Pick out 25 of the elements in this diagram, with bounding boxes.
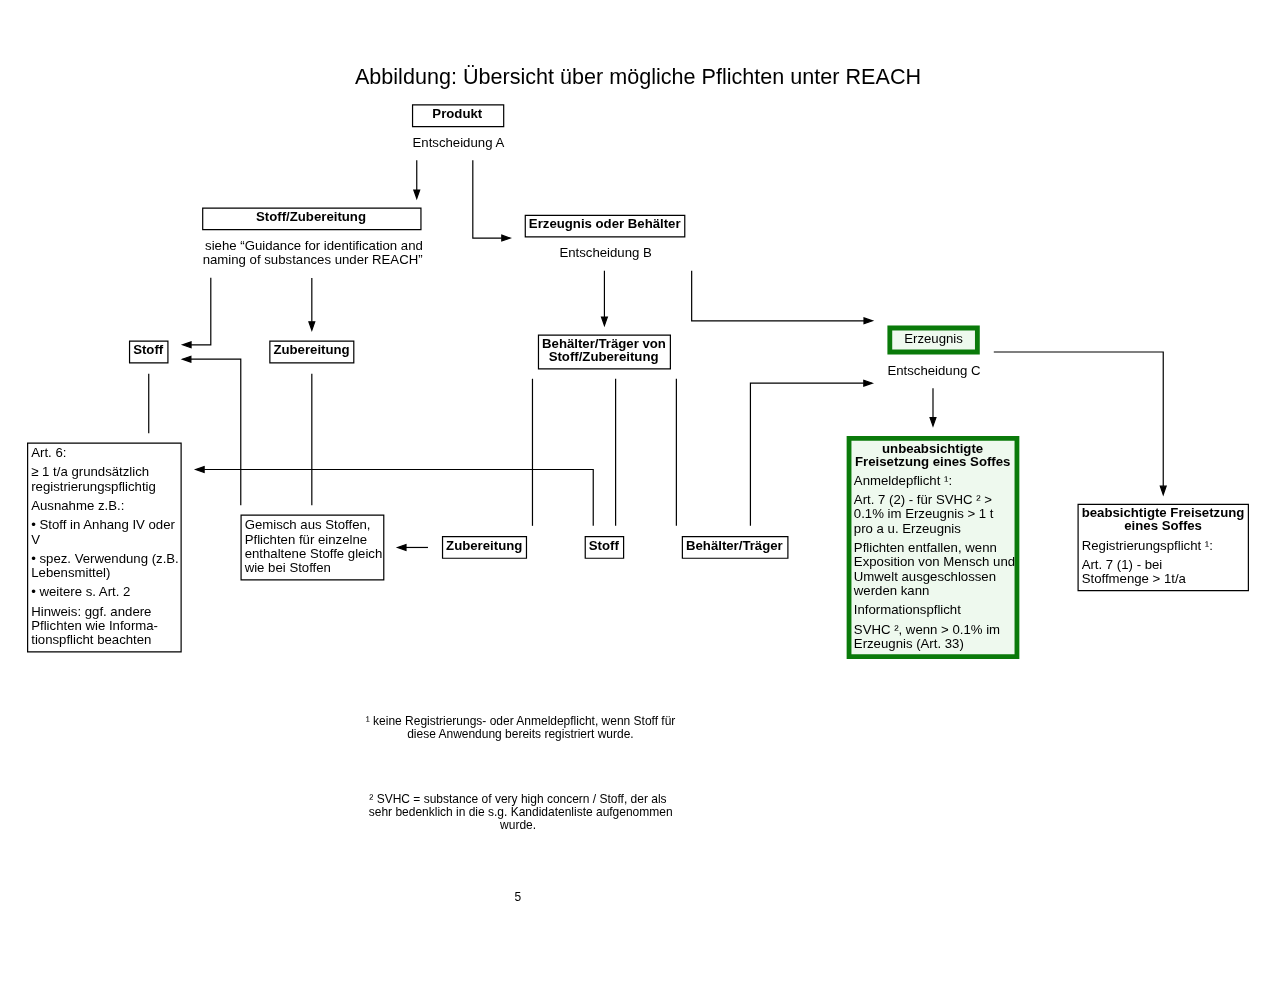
diagram-title: Abbildung: Übersicht über mögliche Pflichten unter REACH [354, 63, 922, 89]
label: 5 [514, 889, 522, 904]
arrow [395, 543, 429, 552]
connector [675, 378, 677, 527]
arrow [193, 465, 594, 527]
arrow [993, 351, 1167, 497]
node-label: Entscheidung B [559, 245, 652, 261]
arrow [472, 159, 512, 242]
arrow [749, 379, 874, 527]
label: ² SVHC = substance of very high concern / Stoff, der als sehr bedenklich in die s.g. Kandidatenliste aufgenommen wurde. [368, 791, 673, 833]
connector [615, 378, 617, 527]
connector [531, 378, 534, 527]
arrow [929, 387, 937, 428]
arrow [600, 270, 609, 328]
arrow [180, 355, 242, 506]
node-label: Entscheidung A [412, 134, 505, 150]
connector [148, 373, 150, 434]
arrow [691, 270, 875, 325]
node-label: Entscheidung C [887, 362, 981, 378]
arrow [412, 159, 421, 201]
arrow [308, 277, 316, 333]
label: ¹ keine Registrierungs- oder Anmeldepflicht, wenn Stoff für diese Anwendung bereits registriert wurde. [365, 713, 676, 742]
arrow [180, 277, 212, 349]
node-label: siehe “Guidance for identification and naming of substances under REACH” [202, 237, 423, 268]
connector [311, 373, 313, 506]
